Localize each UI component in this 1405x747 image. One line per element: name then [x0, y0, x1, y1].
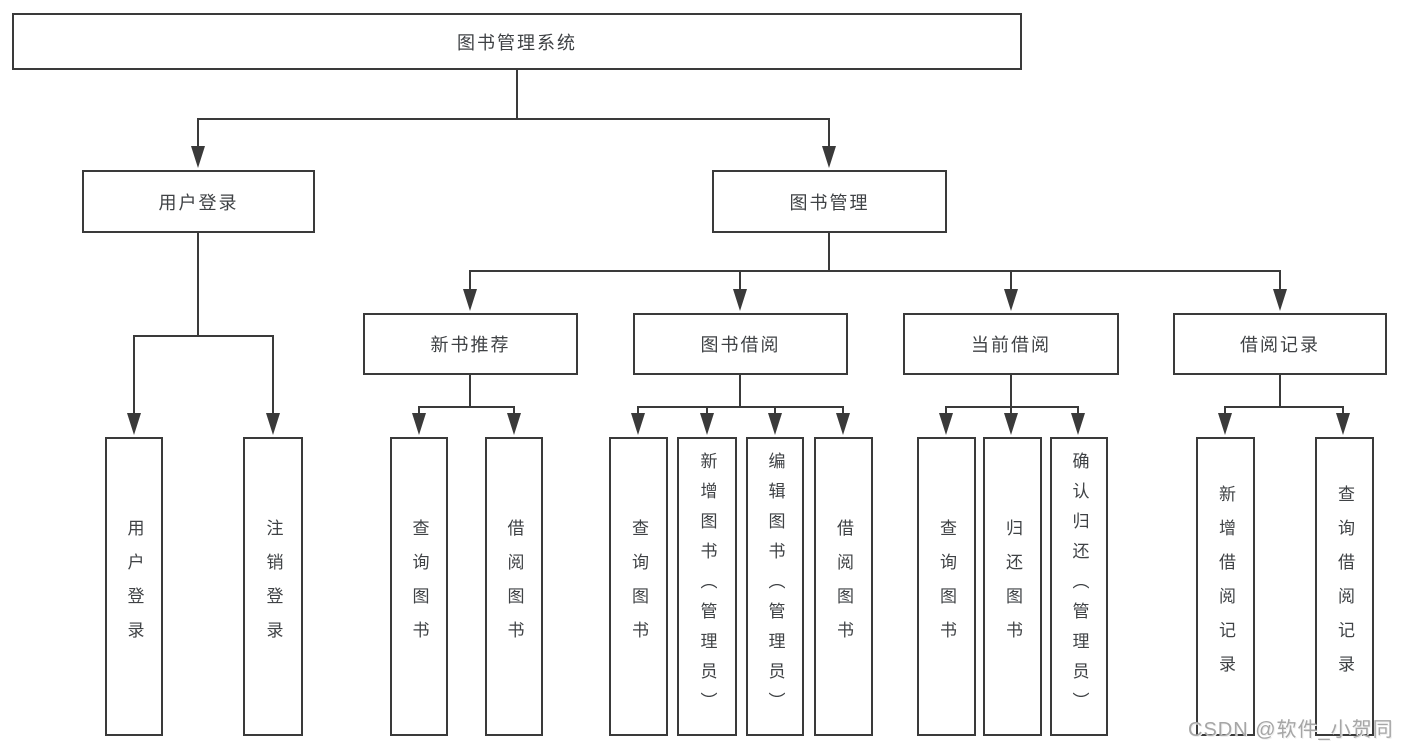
- leaf-return-book: 归还图书: [983, 437, 1042, 736]
- leaf-query-books-3: 查询图书: [917, 437, 976, 736]
- leaf-query-borrow-record: 查询借阅记录: [1315, 437, 1374, 736]
- leaf-confirm-return-admin: 确认归还（管理员）: [1050, 437, 1108, 736]
- leaf-query-books-1: 查询图书: [390, 437, 448, 736]
- leaf-add-borrow-record: 新增借阅记录: [1196, 437, 1255, 736]
- leaf-add-book-admin: 新增图书（管理员）: [677, 437, 737, 736]
- node-user-login: 用户登录: [82, 170, 315, 233]
- node-library-system: 图书管理系统: [12, 13, 1022, 70]
- leaf-user-login: 用户登录: [105, 437, 163, 736]
- leaf-borrow-books-2: 借阅图书: [814, 437, 873, 736]
- node-book-management: 图书管理: [712, 170, 947, 233]
- node-new-book-recommend: 新书推荐: [363, 313, 578, 375]
- leaf-query-books-2: 查询图书: [609, 437, 668, 736]
- node-book-borrow: 图书借阅: [633, 313, 848, 375]
- leaf-logout: 注销登录: [243, 437, 303, 736]
- node-borrow-record: 借阅记录: [1173, 313, 1387, 375]
- arrowheads: [127, 146, 1350, 435]
- node-current-borrow: 当前借阅: [903, 313, 1119, 375]
- leaf-edit-book-admin: 编辑图书（管理员）: [746, 437, 804, 736]
- leaf-borrow-books-1: 借阅图书: [485, 437, 543, 736]
- csdn-watermark: CSDN @软件_小贺同学: [1188, 719, 1394, 741]
